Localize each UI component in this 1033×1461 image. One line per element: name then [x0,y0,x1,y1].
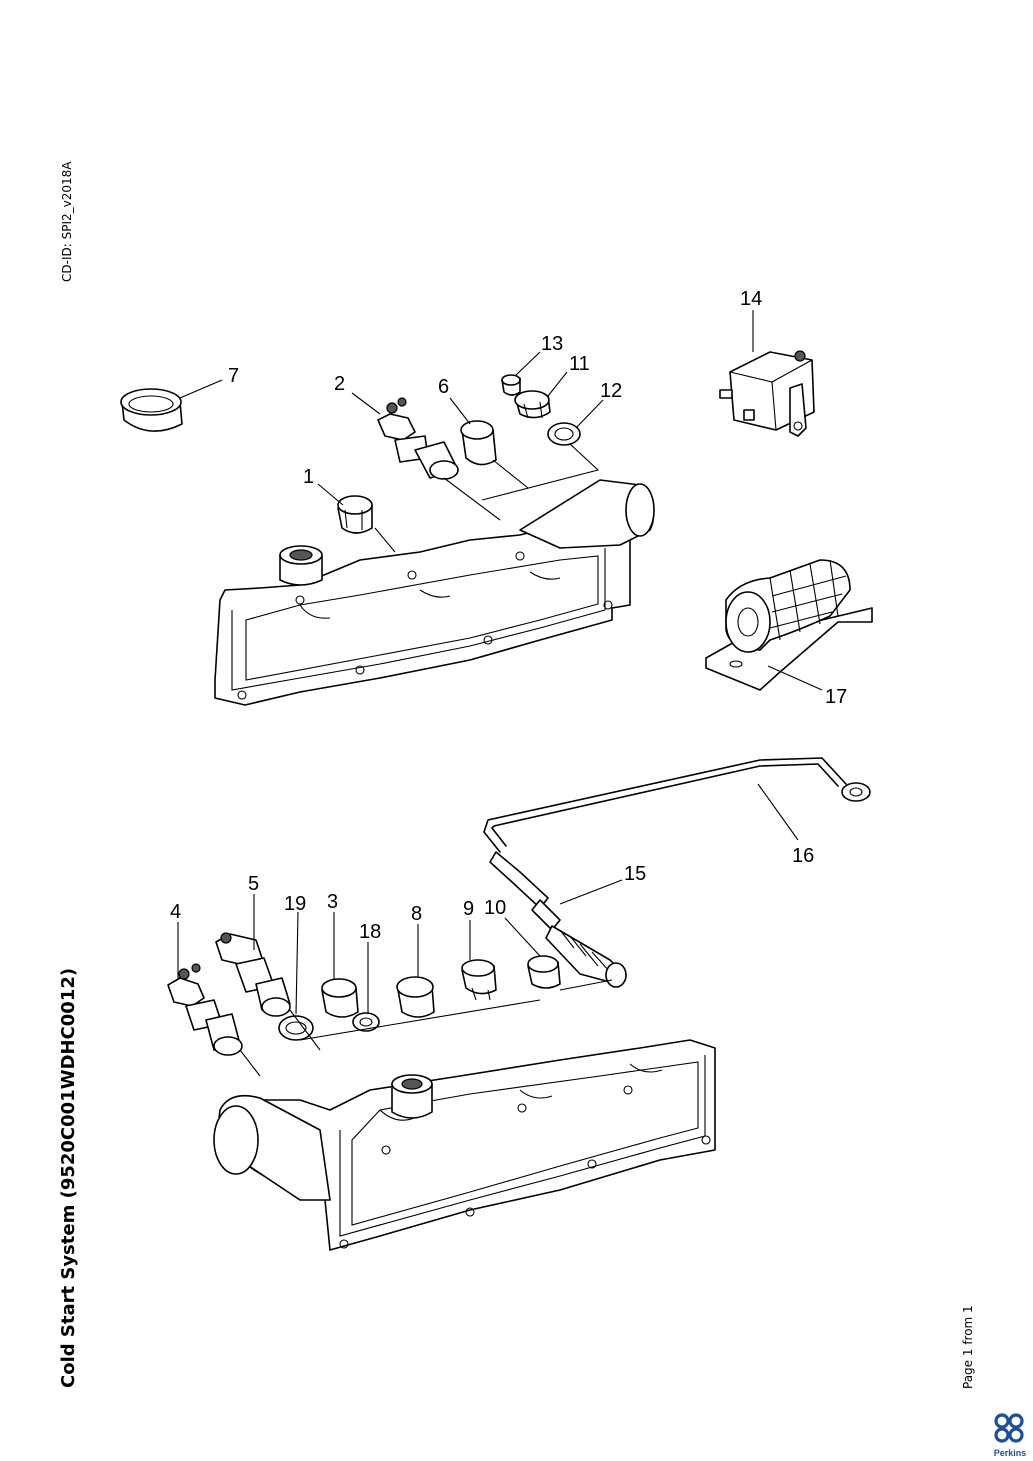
callout-17: 17 [825,686,847,708]
perkins-logo-icon: Perkins [994,1413,1027,1458]
callout-6: 6 [438,376,449,398]
part-17-coil [705,559,873,691]
callout-19: 19 [284,893,306,915]
part-11-switch [514,390,551,419]
callout-4: 4 [170,901,181,923]
callout-9: 9 [463,898,474,920]
part-4-heater-plug [167,963,243,1056]
part-1-plug [337,495,373,534]
part-5-heater-plug [215,932,291,1017]
part-16-cable [483,757,871,853]
callout-11: 11 [569,353,590,375]
part-2-heater-plug [377,397,459,480]
part-3-plug [321,978,359,1018]
callout-16: 16 [792,845,814,867]
lower-manifold [213,1039,716,1251]
callout-18: 18 [359,921,381,943]
callouts: 1 2 3 4 5 6 7 8 9 10 11 12 13 14 15 16 1… [170,288,847,943]
part-9-adaptor [461,959,497,1001]
callout-8: 8 [411,903,422,925]
callout-13: 13 [541,333,563,355]
callout-7: 7 [228,365,239,387]
part-13-screw [501,374,521,396]
part-19-washer [278,1015,314,1041]
part-10-plug [527,955,561,989]
part-14-relay [719,350,815,437]
callout-10: 10 [484,897,506,919]
leader-lines [177,310,823,1015]
part-6-plug [460,420,497,466]
callout-5: 5 [248,873,259,895]
part-15-igniter [489,851,627,988]
upper-manifold [214,479,655,706]
callout-2: 2 [334,373,345,395]
callout-1: 1 [303,466,314,488]
part-18-washer [352,1012,380,1032]
callout-14: 14 [740,288,762,310]
callout-3: 3 [327,891,338,913]
callout-15: 15 [624,863,646,885]
part-8-plug [396,976,435,1018]
part-7-sleeve [120,388,183,432]
callout-12: 12 [600,380,622,402]
assembly-guide-lines [239,443,613,1077]
part-12-washer [547,422,581,446]
brand-name: Perkins [994,1448,1027,1458]
